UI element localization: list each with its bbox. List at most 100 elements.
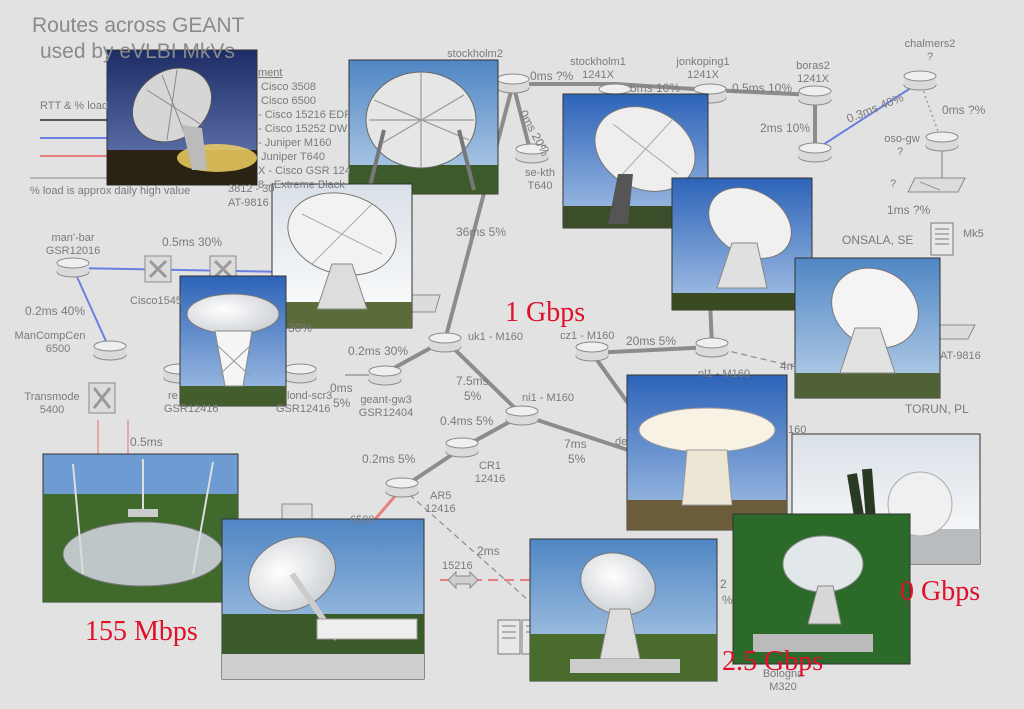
node-label-londscr3: lond-scr3 xyxy=(287,390,333,402)
photo-arecibo xyxy=(42,453,239,603)
link-label: 0.2ms 5% xyxy=(362,452,416,466)
link-label: 5% xyxy=(333,396,351,410)
node-label-transmode: Transmode xyxy=(24,391,80,403)
router-cz1 xyxy=(575,341,609,362)
legend-note: % load is approx daily high value xyxy=(30,185,191,197)
link-manbar-mancomp xyxy=(72,267,111,351)
page-title: Routes across GEANT xyxy=(32,14,245,37)
link-label: 0ms ?% xyxy=(942,103,986,117)
router-sekth xyxy=(515,143,549,164)
legend-item: - Cisco 15252 DW xyxy=(258,123,348,135)
photo-dish-grass xyxy=(529,538,718,682)
node-label-manbar: man'-bar xyxy=(51,232,95,244)
legend-item: Juniper T640 xyxy=(261,151,326,163)
node-label-bologna: Bologna xyxy=(762,668,804,680)
link-label: 0.2ms 40% xyxy=(25,304,86,318)
node-model-bologna: M320 xyxy=(769,681,797,693)
legend-item: Cisco 3508 xyxy=(261,81,317,93)
legend-heading: ment xyxy=(258,67,283,79)
node-model-jonkoping1: 1241X xyxy=(687,69,719,81)
node-label-re: re xyxy=(168,390,178,402)
link-label: % xyxy=(722,593,733,607)
legend-item: AT-9816 xyxy=(228,197,269,209)
node-q-switch: ? xyxy=(890,178,897,190)
transmode-switch xyxy=(88,382,116,414)
router-osogw xyxy=(925,131,959,152)
node-label-stockholm2: stockholm2 xyxy=(447,48,503,60)
node-model-manbar: GSR12016 xyxy=(45,245,101,257)
node-model-cr1: 12416 xyxy=(474,473,506,485)
node-q-chalmers2: ? xyxy=(926,51,934,63)
photo-dish-forest xyxy=(732,513,911,665)
node-label-cz1: cz1 - M160 xyxy=(560,330,615,342)
link-label: 5ms 10% xyxy=(630,81,681,95)
node-model-stockholm1: 1241X xyxy=(582,69,614,81)
link-label: 5% xyxy=(464,389,482,403)
legend-lines xyxy=(30,119,230,179)
legend-item: 3812 - 30 xyxy=(228,183,275,195)
node-model-boras2: 1241X xyxy=(797,73,829,85)
link-ar5-dashed xyxy=(401,487,529,601)
page-subtitle: used by eVLBI MkVs xyxy=(40,40,235,63)
router-chalmers2 xyxy=(903,70,937,91)
node-label-mancomp: ManCompCen xyxy=(14,330,86,342)
node-label-osogw: oso-gw xyxy=(884,133,920,145)
photo-yebes xyxy=(626,374,788,531)
link-cz1-nl1 xyxy=(590,345,714,355)
router-uk1 xyxy=(428,332,462,353)
photo-dish-blue xyxy=(671,177,813,311)
link-label: 2 xyxy=(720,577,727,591)
node-model-londscr3: GSR12416 xyxy=(276,403,331,415)
node-label-uk1: uk1 - M160 xyxy=(468,331,524,343)
link-label: 1ms ?% xyxy=(887,203,931,217)
server-icon-bottom-a xyxy=(497,619,521,655)
link-stockholm2-sekth xyxy=(511,82,532,152)
node-model-transmode: 5400 xyxy=(39,404,65,416)
legend-item: Cisco 6500 xyxy=(261,95,317,107)
link-label: 0.2ms 30% xyxy=(348,344,409,358)
node-model-sekth: T640 xyxy=(527,180,553,192)
node-label-de: de xyxy=(615,436,628,448)
node-model-mancomp: 6500 xyxy=(45,343,71,355)
router-manbar xyxy=(56,257,90,278)
node-model-ar5: 12416 xyxy=(425,503,456,515)
router-nl1 xyxy=(695,337,729,358)
link-label: 20ms 5% xyxy=(626,334,677,348)
link-label: 2ms xyxy=(477,544,500,558)
link-label: 0.5ms xyxy=(130,435,163,449)
link-label: 2ms 10% xyxy=(760,121,811,135)
router-stockholm2 xyxy=(496,73,530,94)
router-londscr3 xyxy=(283,363,317,384)
node-label-sekth: se-kth xyxy=(525,167,555,179)
legend-item: - Juniper M160 xyxy=(258,137,332,149)
node-label-stockholm1: stockholm1 xyxy=(570,56,626,68)
link-jonkoping1-boras2 xyxy=(708,88,817,97)
speed-label-2-5gbps: 2.5 Gbps xyxy=(722,646,824,677)
link-label: 36ms 5% xyxy=(456,225,507,239)
link-ni1-de xyxy=(520,413,630,452)
node-label-geantgw3: geant-gw3 xyxy=(360,394,412,406)
router-cr1 xyxy=(445,437,479,458)
node-label-mk5: Mk5 xyxy=(963,228,984,240)
node-label-boras2: boras2 xyxy=(796,60,830,72)
arrow-15216 xyxy=(447,570,479,590)
switch-red xyxy=(281,503,313,521)
node-model-re: GSR12416 xyxy=(164,403,219,415)
link-label: 0.5ms 10% xyxy=(732,81,793,95)
node-label-m160: 160 xyxy=(788,424,807,436)
photo-dish-hill xyxy=(221,518,425,680)
legend-item: 8 - Extreme Black xyxy=(258,179,345,191)
node-label-ni1: ni1 - M160 xyxy=(522,392,574,404)
link-label: 5% xyxy=(568,452,586,466)
router-mancomp xyxy=(93,340,127,361)
speed-label-10gbps: 0 Gbps xyxy=(900,576,981,607)
node-label-15216: 15216 xyxy=(442,560,473,572)
switch-osala xyxy=(907,177,966,193)
node-label-cr1: CR1 xyxy=(478,460,502,472)
photo-torun xyxy=(794,257,941,399)
node-label-ar5: AR5 xyxy=(430,490,452,502)
router-boras2 xyxy=(798,85,832,106)
link-label: 4m xyxy=(780,359,797,373)
site-label-torun: TORUN, PL xyxy=(905,402,969,416)
